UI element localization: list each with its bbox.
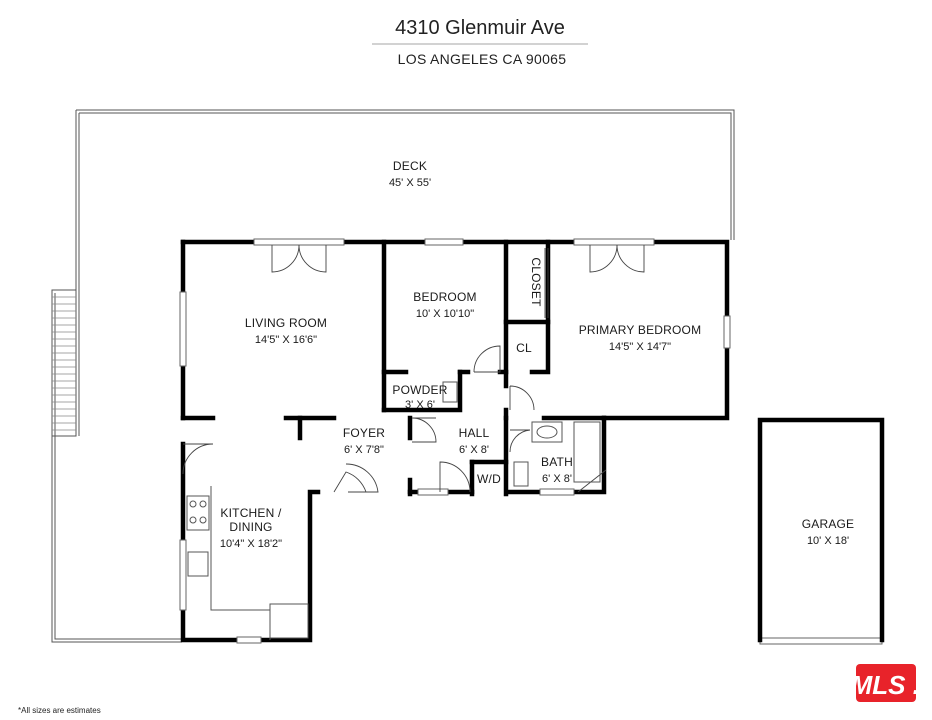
kitchen-size: 10'4" X 18'2" [220,538,282,550]
garage-size: 10' X 18' [807,535,849,547]
toilet-icon [513,461,529,487]
powder-label: POWDER [392,383,447,397]
garage-label: GARAGE [802,517,855,531]
address-title: 4310 Glenmuir Ave [395,17,565,39]
closet-label: CLOSET [529,257,543,307]
city-subtitle: LOS ANGELES CA 90065 [398,51,567,67]
cl-label: CL [516,341,532,355]
foyer-label: FOYER [343,426,385,440]
powder-sink-icon [442,381,458,403]
foyer-size: 6' X 7'8" [344,444,384,456]
windows [179,238,883,645]
bath-label: BATH [541,455,573,469]
bedroom-size: 10' X 10'10" [416,308,474,320]
kitchen-label-line1: KITCHEN / [220,506,282,520]
stove-icon [186,495,210,531]
garage [757,417,885,643]
bath-sink-icon [531,421,563,443]
estimate-note: *All sizes are estimates [18,706,101,715]
bath-size: 6' X 8' [542,473,572,485]
fridge-icon [269,603,309,639]
doors [182,244,645,493]
kitchen-label-line2: DINING [229,520,272,534]
deck-stairs [51,289,77,437]
deck-size: 45' X 55' [389,177,431,189]
tub-icon [573,421,601,483]
primary-bedroom-label: PRIMARY BEDROOM [579,323,702,337]
living-room-size: 14'5" X 16'6" [255,334,317,346]
kitchen-sink-icon [187,551,209,577]
mls-logo: THE MLS .COM [791,664,932,702]
hall-size: 6' X 8' [459,444,489,456]
primary-bedroom-size: 14'5" X 14'7" [609,341,671,353]
bedroom-label: BEDROOM [413,290,476,304]
powder-size: 3' X 6' [405,399,435,411]
deck-label: DECK [393,159,427,173]
fixtures [186,381,601,640]
stair-treads [52,296,76,431]
deck [51,109,735,643]
hall-label: HALL [459,426,490,440]
wd-label: W/D [477,472,501,486]
svg-text:THE MLS .COM: THE MLS .COM [791,670,932,700]
living-room-label: LIVING ROOM [245,316,327,330]
